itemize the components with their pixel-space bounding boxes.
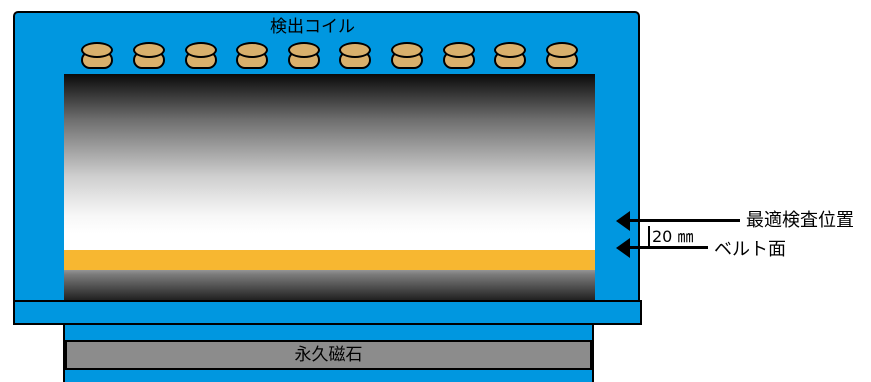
coil bbox=[494, 42, 526, 69]
permanent-magnet: 永久磁石 bbox=[65, 340, 592, 370]
coil bbox=[133, 42, 165, 69]
distance-marker bbox=[648, 226, 650, 246]
coil bbox=[391, 42, 423, 69]
magnet-label: 永久磁石 bbox=[294, 345, 363, 365]
belt-surface-band bbox=[64, 250, 595, 270]
optimal-position-label: 最適検査位置 bbox=[746, 210, 854, 231]
belt-surface-line bbox=[628, 246, 708, 249]
distance-label: 20 ㎜ bbox=[652, 227, 694, 246]
coil bbox=[81, 42, 113, 69]
optimal-position-line bbox=[628, 219, 740, 222]
housing-base-plate bbox=[13, 300, 642, 325]
coil bbox=[185, 42, 217, 69]
coil bbox=[546, 42, 578, 69]
belt-surface-arrow-icon bbox=[616, 238, 630, 258]
optimal-position-arrow-icon bbox=[616, 211, 630, 231]
coil bbox=[236, 42, 268, 69]
coil-label: 検出コイル bbox=[270, 17, 355, 37]
belt-surface-label: ベルト面 bbox=[714, 239, 786, 260]
coil bbox=[339, 42, 371, 69]
coil bbox=[288, 42, 320, 69]
coil bbox=[443, 42, 475, 69]
